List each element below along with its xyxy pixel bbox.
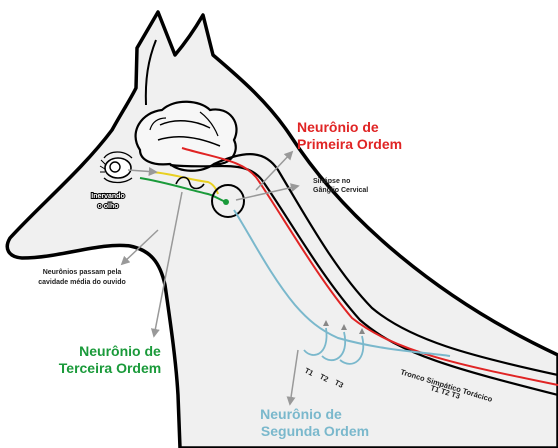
label-ear-1: Neurônios passam pela	[43, 269, 122, 276]
label-ear-2: cavidade média do ouvido	[38, 279, 126, 286]
synapse-dot	[223, 199, 229, 205]
label-second-order-2: Segunda Ordem	[261, 423, 369, 439]
label-third-order-2: Terceira Ordem	[59, 360, 161, 376]
label-synapse-1: Sinápse no	[313, 178, 350, 185]
label-second-order-1: Neurônio de	[260, 406, 342, 422]
dog-silhouette	[7, 12, 558, 448]
label-first-order-1: Neurônio de	[297, 119, 379, 135]
label-synapse-2: Gânglio Cervical	[313, 187, 368, 194]
label-first-order-2: Primeira Ordem	[297, 136, 402, 152]
label-eye-1: Inervando	[91, 193, 124, 200]
label-third-order-1: Neurônio de	[79, 343, 161, 359]
label-eye-2: o olho	[98, 203, 119, 210]
